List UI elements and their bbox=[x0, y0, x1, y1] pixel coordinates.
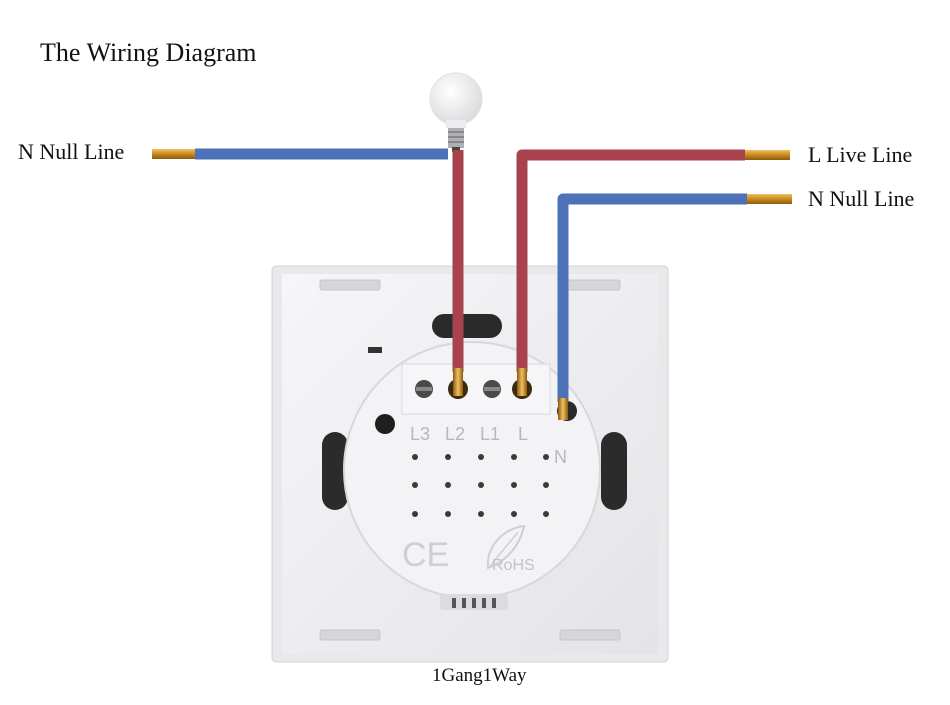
neutral-wire-right bbox=[557, 193, 747, 402]
vent-dots bbox=[412, 454, 549, 517]
label-l-live-line: L Live Line bbox=[808, 142, 913, 167]
live-wire-input bbox=[516, 149, 745, 372]
ce-mark-icon: CE bbox=[402, 536, 449, 574]
terminal-label-l: L bbox=[518, 424, 528, 444]
copper-tips bbox=[152, 149, 792, 420]
terminal-label-n: N bbox=[554, 447, 567, 467]
light-bulb-icon bbox=[429, 72, 483, 152]
svg-text:CE: CE bbox=[402, 536, 449, 574]
label-n-null-line-left: N Null Line bbox=[18, 139, 125, 164]
diagram-caption: 1Gang1Way bbox=[432, 665, 527, 686]
wires bbox=[195, 148, 747, 402]
rohs-leaf-icon: RoHS bbox=[486, 524, 535, 574]
label-n-null-line-right: N Null Line bbox=[808, 186, 915, 211]
terminal-labels: L3 L2 L1 L N bbox=[410, 424, 567, 467]
diagram-title: The Wiring Diagram bbox=[40, 38, 257, 67]
terminal-label-l1: L1 bbox=[480, 424, 500, 444]
indicator-hole bbox=[375, 414, 395, 434]
terminal-label-l3: L3 bbox=[410, 424, 430, 444]
terminal-label-l2: L2 bbox=[445, 424, 465, 444]
svg-text:RoHS: RoHS bbox=[492, 557, 535, 574]
